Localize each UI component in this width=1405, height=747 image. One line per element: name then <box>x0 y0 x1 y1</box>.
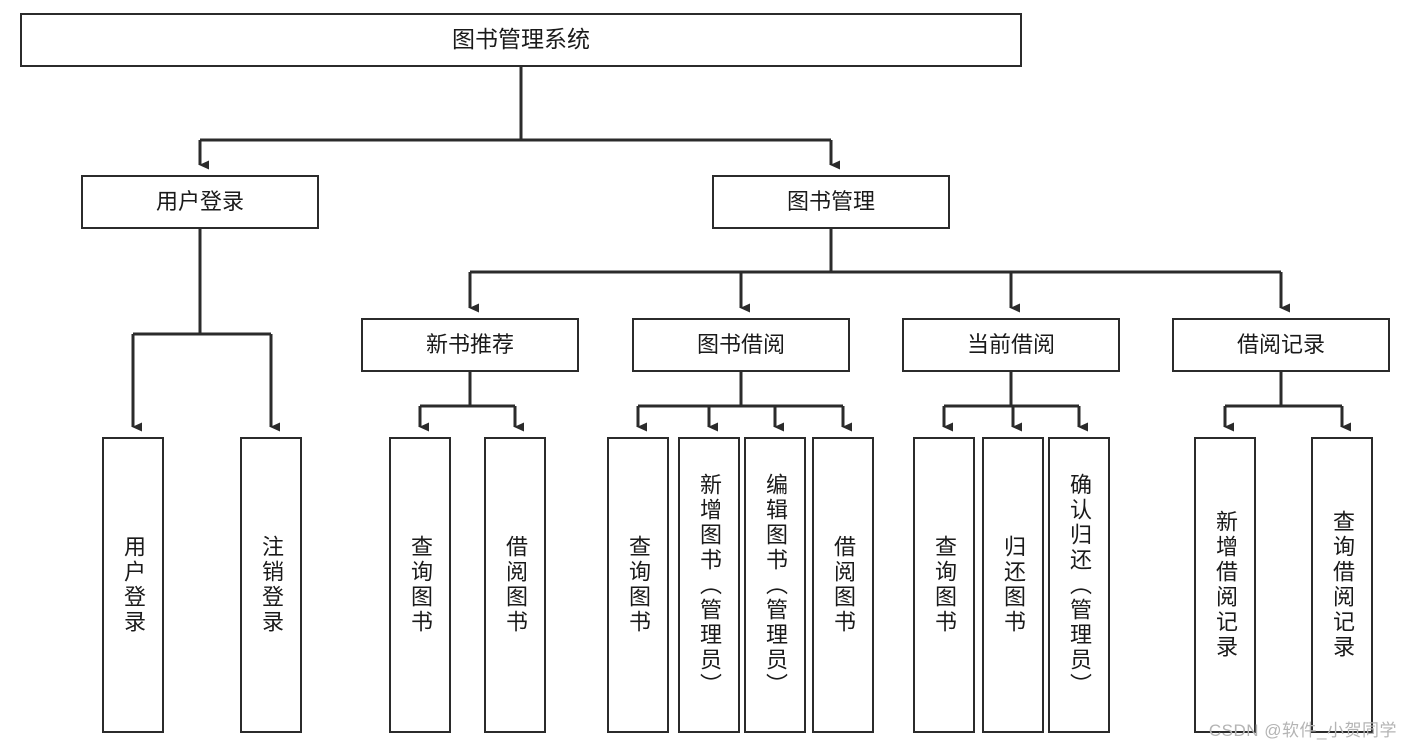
node-label: 图书借阅 <box>696 332 785 358</box>
node-leaf10[interactable]: 归还图书 <box>982 437 1044 733</box>
node-records[interactable]: 借阅记录 <box>1172 318 1390 372</box>
node-label: 借阅图书 <box>831 535 856 635</box>
node-label: 用户登录 <box>121 535 146 635</box>
node-bookmgr[interactable]: 图书管理 <box>712 175 950 229</box>
node-leaf8[interactable]: 借阅图书 <box>812 437 874 733</box>
node-label: 查询图书 <box>408 535 433 635</box>
node-leaf12[interactable]: 新增借阅记录 <box>1194 437 1256 733</box>
node-leaf1[interactable]: 用户登录 <box>102 437 164 733</box>
node-label: 新增图书（管理员） <box>697 472 722 698</box>
node-label: 当前借阅 <box>966 332 1055 358</box>
node-borrow[interactable]: 图书借阅 <box>632 318 850 372</box>
node-login[interactable]: 用户登录 <box>81 175 319 229</box>
node-leaf13[interactable]: 查询借阅记录 <box>1311 437 1373 733</box>
node-label: 确认归还（管理员） <box>1067 472 1092 698</box>
node-label: 归还图书 <box>1001 535 1026 635</box>
node-current[interactable]: 当前借阅 <box>902 318 1120 372</box>
node-leaf4[interactable]: 借阅图书 <box>484 437 546 733</box>
node-leaf2[interactable]: 注销登录 <box>240 437 302 733</box>
node-leaf11[interactable]: 确认归还（管理员） <box>1048 437 1110 733</box>
node-leaf5[interactable]: 查询图书 <box>607 437 669 733</box>
node-label: 查询借阅记录 <box>1330 510 1355 660</box>
node-root[interactable]: 图书管理系统 <box>20 13 1022 67</box>
node-label: 用户登录 <box>155 189 244 215</box>
node-label: 借阅图书 <box>503 535 528 635</box>
node-label: 新书推荐 <box>425 332 514 358</box>
node-label: 图书管理系统 <box>452 26 590 53</box>
node-label: 注销登录 <box>259 535 284 635</box>
node-label: 查询图书 <box>932 535 957 635</box>
node-label: 查询图书 <box>626 535 651 635</box>
node-label: 编辑图书（管理员） <box>763 472 788 698</box>
node-leaf3[interactable]: 查询图书 <box>389 437 451 733</box>
node-leaf9[interactable]: 查询图书 <box>913 437 975 733</box>
node-label: 新增借阅记录 <box>1213 510 1238 660</box>
node-leaf6[interactable]: 新增图书（管理员） <box>678 437 740 733</box>
node-label: 借阅记录 <box>1236 332 1325 358</box>
node-leaf7[interactable]: 编辑图书（管理员） <box>744 437 806 733</box>
node-label: 图书管理 <box>786 189 875 215</box>
node-newbook[interactable]: 新书推荐 <box>361 318 579 372</box>
